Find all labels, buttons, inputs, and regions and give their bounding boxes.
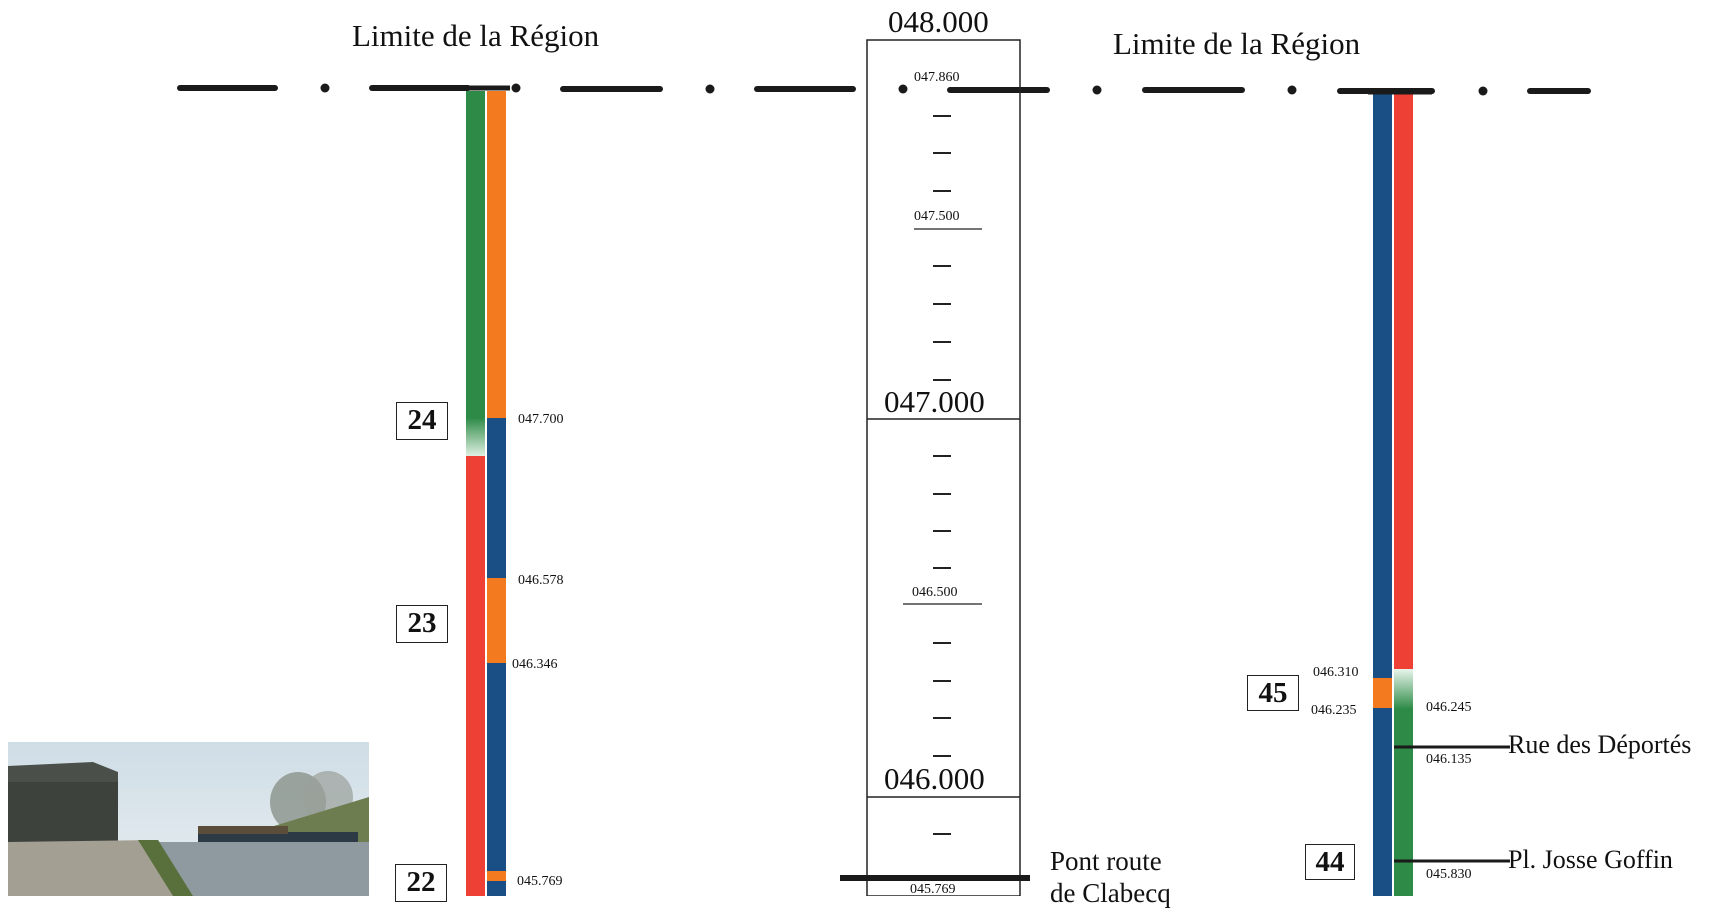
segment-number-box: 44 <box>1305 844 1355 880</box>
canal-photo <box>8 742 369 896</box>
right-track-green <box>1394 709 1413 896</box>
bridge-label-line1: Pont route <box>1050 846 1162 876</box>
right-track-blue-bottom <box>1373 708 1392 896</box>
right-track-km-label: 046.310 <box>1313 665 1359 680</box>
segment-number-box: 23 <box>396 605 448 643</box>
right-track-orange <box>1373 678 1392 708</box>
right-track-km-label: 046.245 <box>1426 700 1472 715</box>
km-minor-label: 045.769 <box>910 882 956 897</box>
km-ticks <box>933 115 951 835</box>
right-strip-orange-2 <box>487 578 506 663</box>
right-track-red <box>1394 94 1413 669</box>
canal-photo-image <box>8 742 369 896</box>
left-track-km-label: 045.769 <box>517 874 563 889</box>
left-strip-transition <box>466 418 485 456</box>
km-major-label: 047.000 <box>884 384 985 419</box>
left-track-km-label: 047.700 <box>518 412 564 427</box>
right-strip-blue <box>487 418 506 578</box>
km-scale-frame <box>866 39 1021 896</box>
right-track-km-label: 046.135 <box>1426 752 1472 767</box>
left-strip-red <box>466 456 485 896</box>
region-limit-label-left: Limite de la Région <box>352 18 600 53</box>
right-strip-blue-2 <box>487 663 506 871</box>
km-minor-label: 046.500 <box>912 585 958 600</box>
right-strip-orange-3 <box>487 871 506 881</box>
segment-number-box: 45 <box>1247 675 1299 711</box>
right-track-blue-top <box>1373 94 1392 707</box>
right-strip-orange <box>487 91 506 418</box>
left-track-km-label: 046.578 <box>518 573 564 588</box>
street-label: Rue des Déportés <box>1508 730 1692 759</box>
region-limit-label-right: Limite de la Région <box>1113 26 1361 61</box>
left-track-km-label: 046.346 <box>512 657 558 672</box>
km-minor-label: 047.500 <box>914 209 960 224</box>
km-major-label: 046.000 <box>884 761 985 796</box>
right-strip-blue-3 <box>487 881 506 896</box>
km-minor-label: 047.860 <box>914 70 960 85</box>
street-label: Pl. Josse Goffin <box>1508 845 1673 874</box>
right-track-km-label: 046.235 <box>1311 703 1357 718</box>
right-track-km-label: 045.830 <box>1426 867 1472 882</box>
km-major-label: 048.000 <box>888 4 989 39</box>
right-track-transition <box>1394 669 1413 709</box>
left-strip-green <box>466 91 485 418</box>
segment-number-box: 24 <box>396 402 448 440</box>
